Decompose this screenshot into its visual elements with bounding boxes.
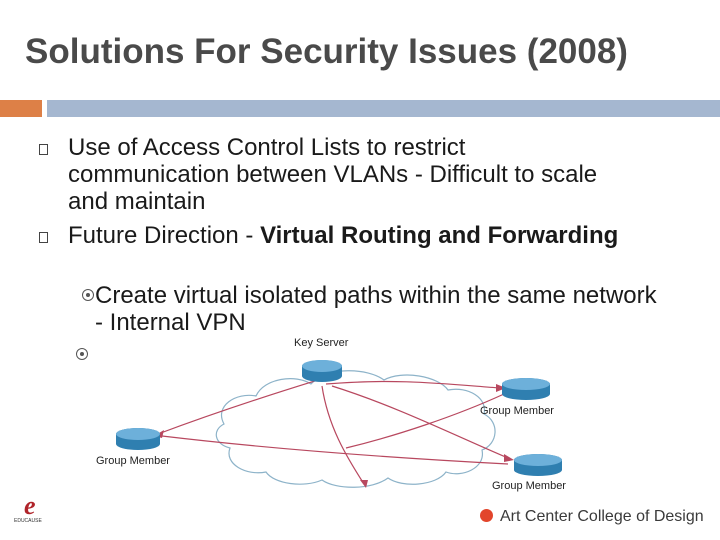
square-bullet-icon (39, 232, 48, 243)
svg-text:e: e (24, 494, 36, 520)
network-cloud (215, 370, 496, 488)
bullet-text-acl: Use of Access Control Lists to restrict … (68, 134, 598, 215)
bullet-text-vrf-bold: Virtual Routing and Forwarding (260, 222, 619, 249)
router-icon-member-right-bottom (514, 454, 562, 476)
router-icon-key-server (302, 360, 342, 382)
slide-title: Solutions For Security Issues (2008) (25, 32, 628, 71)
bullet-text-vrf: Future Direction - Virtual Routing and F… (68, 222, 628, 249)
bullet-text-vrf-pre: Future Direction - (68, 222, 261, 249)
square-bullet-icon (39, 144, 48, 155)
art-center-logo: Art Center College of Design (480, 508, 704, 526)
group-member-label: Group Member (96, 455, 170, 467)
accent-bar-orange (0, 100, 42, 117)
group-member-label: Group Member (492, 480, 566, 492)
circle-bullet-icon (76, 348, 88, 360)
router-icon-member-right-top (502, 378, 550, 400)
art-center-logo-text: Art Center College of Design (500, 508, 704, 525)
network-diagram: Key Server Group Member Group Member Gro… (96, 336, 588, 494)
group-member-label: Group Member (480, 405, 554, 417)
accent-bar-blue (47, 100, 720, 117)
educause-logo-text: EDUCAUSE (14, 518, 42, 524)
educause-logo: e EDUCAUSE (14, 494, 42, 524)
logo-dot-icon (480, 509, 493, 522)
sub-bullet-text-vpn: Create virtual isolated paths within the… (95, 282, 657, 336)
key-server-label: Key Server (294, 337, 349, 349)
circle-bullet-icon (82, 289, 94, 301)
router-icon-member-left (116, 428, 160, 450)
